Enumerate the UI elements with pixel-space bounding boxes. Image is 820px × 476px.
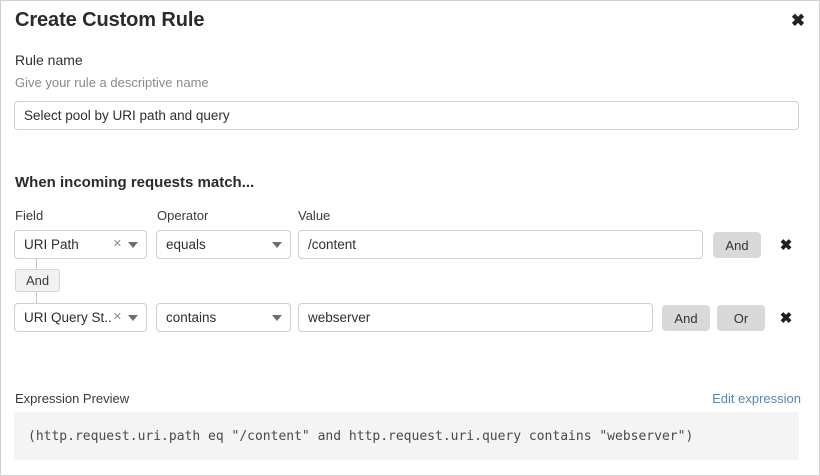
delete-row-button-row-2[interactable]: ✖ (776, 308, 796, 328)
expression-preview-text: (http.request.uri.path eq "/content" and… (28, 428, 694, 444)
column-label-value: Value (298, 208, 331, 223)
edit-expression-link[interactable]: Edit expression (712, 391, 801, 406)
close-icon[interactable]: ✖ (785, 7, 811, 33)
rule-name-label: Rule name (15, 52, 83, 68)
match-section-heading: When incoming requests match... (15, 174, 255, 191)
value-input-row-2[interactable] (298, 303, 653, 332)
rule-name-input[interactable] (14, 101, 799, 130)
chevron-down-icon-field-row-2 (128, 314, 138, 321)
connector-line-top (36, 258, 37, 270)
expression-preview-label: Expression Preview (15, 391, 130, 406)
field-select-row-2[interactable]: URI Query St... ✕ (14, 303, 147, 332)
operator-select-row-2[interactable]: contains (156, 303, 291, 332)
delete-row-button-row-1[interactable]: ✖ (776, 235, 796, 255)
and-button-row-2[interactable]: And (662, 305, 710, 331)
rule-name-helper-text: Give your rule a descriptive name (15, 75, 209, 90)
operator-select-value-row-2: contains (166, 310, 217, 325)
column-label-operator: Operator (157, 208, 209, 223)
clear-icon-field-row-1[interactable]: ✕ (112, 238, 122, 250)
value-input-row-1[interactable] (298, 230, 703, 259)
field-select-value-row-1: URI Path (24, 237, 79, 252)
connector-and-chip[interactable]: And (15, 269, 61, 292)
chevron-down-icon-operator-row-2 (272, 314, 282, 321)
page-title: Create Custom Rule (15, 9, 205, 31)
operator-select-value-row-1: equals (166, 237, 206, 252)
column-label-field: Field (15, 208, 44, 223)
expression-preview-box: (http.request.uri.path eq "/content" and… (14, 412, 799, 460)
operator-select-row-1[interactable]: equals (156, 230, 291, 259)
field-select-row-1[interactable]: URI Path ✕ (14, 230, 147, 259)
connector-line-bottom (36, 292, 37, 303)
or-button-row-2[interactable]: Or (717, 305, 765, 331)
chevron-down-icon-field-row-1 (128, 241, 138, 248)
and-button-row-1[interactable]: And (713, 232, 761, 258)
field-select-value-row-2: URI Query St... (24, 310, 111, 325)
clear-icon-field-row-2[interactable]: ✕ (112, 311, 122, 323)
chevron-down-icon-operator-row-1 (272, 241, 282, 248)
